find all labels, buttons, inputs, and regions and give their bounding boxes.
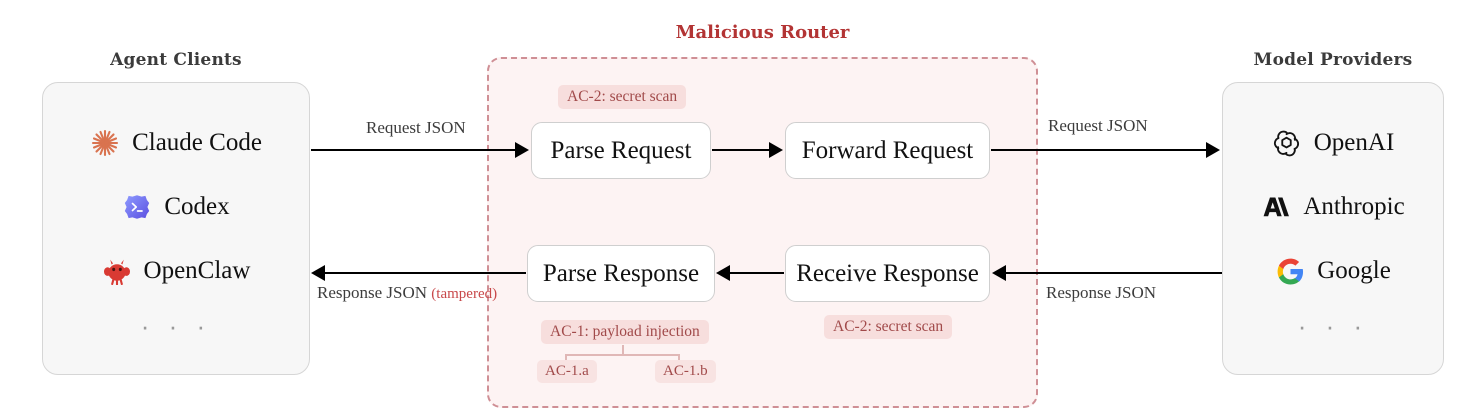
node-receive-response[interactable]: Receive Response bbox=[785, 245, 990, 302]
model-provider-item-openai[interactable]: OpenAI bbox=[1223, 111, 1443, 175]
agent-client-item-codex[interactable]: Codex bbox=[43, 175, 309, 239]
ac1-bracket-bar bbox=[565, 354, 679, 356]
model-provider-label: Anthropic bbox=[1303, 193, 1405, 220]
openai-knot-icon bbox=[1272, 128, 1302, 158]
malicious-router-heading: Malicious Router bbox=[675, 22, 850, 43]
arrow-head-client-to-router bbox=[515, 142, 529, 158]
model-provider-label: Google bbox=[1317, 257, 1391, 284]
edge-label-response-json-text: Response JSON bbox=[317, 283, 428, 302]
edge-label-tampered-text: (tampered) bbox=[431, 286, 498, 302]
ac1-bracket-left-drop bbox=[565, 354, 567, 361]
agent-clients-panel: Claude Code bbox=[42, 82, 310, 375]
node-forward-request[interactable]: Forward Request bbox=[785, 122, 990, 179]
model-providers-more: · · · bbox=[1297, 310, 1369, 341]
arrow-receive-to-parse bbox=[730, 272, 784, 274]
annotation-ac1-payload-injection: AC-1: payload injection bbox=[541, 320, 709, 344]
annotation-ac1a: AC-1.a bbox=[537, 360, 597, 383]
google-g-icon bbox=[1275, 256, 1305, 286]
anthropic-glyph-icon bbox=[1261, 192, 1291, 222]
model-providers-panel: OpenAI Anthropic bbox=[1222, 82, 1444, 375]
openclaw-crab-icon bbox=[102, 256, 132, 286]
arrow-client-to-router bbox=[311, 149, 517, 151]
claude-starburst-icon bbox=[90, 128, 120, 158]
arrow-provider-to-router bbox=[1006, 272, 1222, 274]
annotation-ac1b: AC-1.b bbox=[655, 360, 716, 383]
model-provider-label: OpenAI bbox=[1313, 129, 1395, 156]
agent-client-label: Codex bbox=[164, 193, 230, 220]
ac1-bracket-right-drop bbox=[678, 354, 680, 361]
agent-client-label: Claude Code bbox=[132, 129, 262, 156]
edge-label-response-json-right: Response JSON bbox=[1046, 283, 1157, 302]
edge-label-request-json-right: Request JSON bbox=[1048, 116, 1148, 135]
arrow-router-to-provider bbox=[991, 149, 1208, 151]
arrow-head-router-to-provider bbox=[1206, 142, 1220, 158]
agent-client-item-openclaw[interactable]: OpenClaw bbox=[43, 239, 309, 303]
node-parse-response[interactable]: Parse Response bbox=[527, 245, 715, 302]
arrow-head-parse-to-forward bbox=[769, 142, 783, 158]
edge-label-response-json-tampered: Response JSON (tampered) bbox=[317, 283, 497, 303]
node-parse-request[interactable]: Parse Request bbox=[531, 122, 711, 179]
agent-clients-more: · · · bbox=[140, 310, 212, 341]
arrow-parse-to-forward bbox=[712, 149, 772, 151]
edge-label-request-json-left: Request JSON bbox=[366, 118, 466, 137]
agent-client-label: OpenClaw bbox=[143, 257, 251, 284]
model-provider-item-google[interactable]: Google bbox=[1223, 239, 1443, 303]
agent-clients-heading: Agent Clients bbox=[110, 50, 242, 70]
annotation-ac2-secret-scan-top: AC-2: secret scan bbox=[558, 85, 687, 109]
arrow-head-provider-to-router bbox=[992, 265, 1006, 281]
ac1-bracket-stem bbox=[622, 345, 624, 355]
arrow-router-to-client bbox=[325, 272, 526, 274]
model-provider-item-anthropic[interactable]: Anthropic bbox=[1223, 175, 1443, 239]
arrow-head-router-to-client bbox=[311, 265, 325, 281]
annotation-ac2-secret-scan-bottom: AC-2: secret scan bbox=[824, 315, 953, 339]
arrow-head-receive-to-parse bbox=[716, 265, 730, 281]
agent-client-item-claude-code[interactable]: Claude Code bbox=[43, 111, 309, 175]
codex-terminal-icon bbox=[122, 192, 152, 222]
malicious-router-region bbox=[487, 57, 1038, 408]
model-providers-heading: Model Providers bbox=[1253, 50, 1413, 70]
